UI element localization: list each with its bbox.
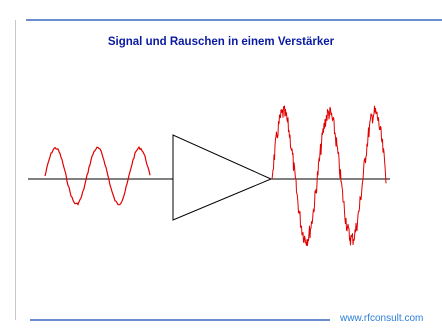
slide-title: Signal und Rauschen in einem Verstärker	[107, 36, 335, 48]
input-signal-wave	[44, 145, 151, 206]
amplifier-triangle	[172, 134, 273, 221]
bottom-rule	[30, 319, 330, 321]
top-rule	[26, 19, 442, 21]
output-signal-wave	[271, 105, 387, 246]
footer-url: www.rfconsult.com	[340, 313, 424, 324]
slide-frame-left	[15, 20, 16, 320]
